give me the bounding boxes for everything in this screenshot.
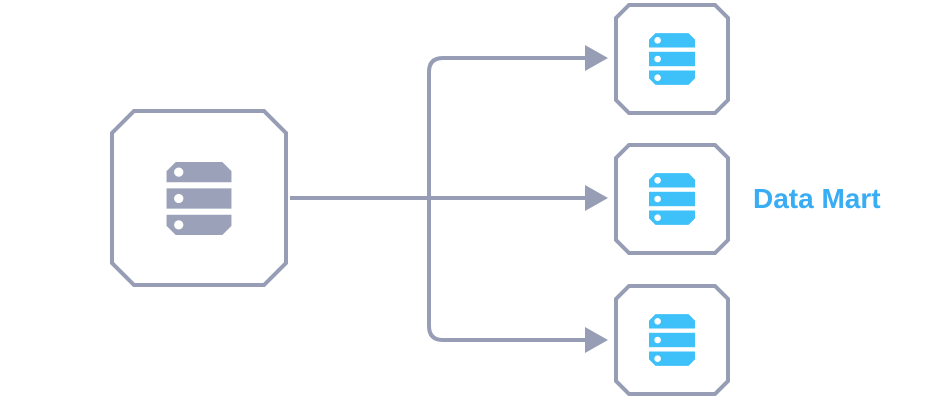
database-icon [649,33,695,85]
node-frame [614,284,730,396]
data-mart-node-bottom [614,284,730,396]
arrowhead-middle-icon [585,185,608,211]
connector-arrow-top [427,56,585,198]
arrowhead-bottom-icon [585,327,608,353]
database-icon [649,173,695,225]
database-icon [649,314,695,366]
node-frame [110,109,288,287]
connector-arrow-bottom [427,198,585,342]
arrowhead-top-icon [585,45,608,71]
data-mart-label: Data Mart [753,183,881,214]
node-frame [614,3,730,115]
database-icon [166,161,232,235]
source-database-node [110,109,288,287]
data-mart-node-top [614,3,730,115]
data-mart-node-middle [614,143,730,255]
node-frame [614,143,730,255]
